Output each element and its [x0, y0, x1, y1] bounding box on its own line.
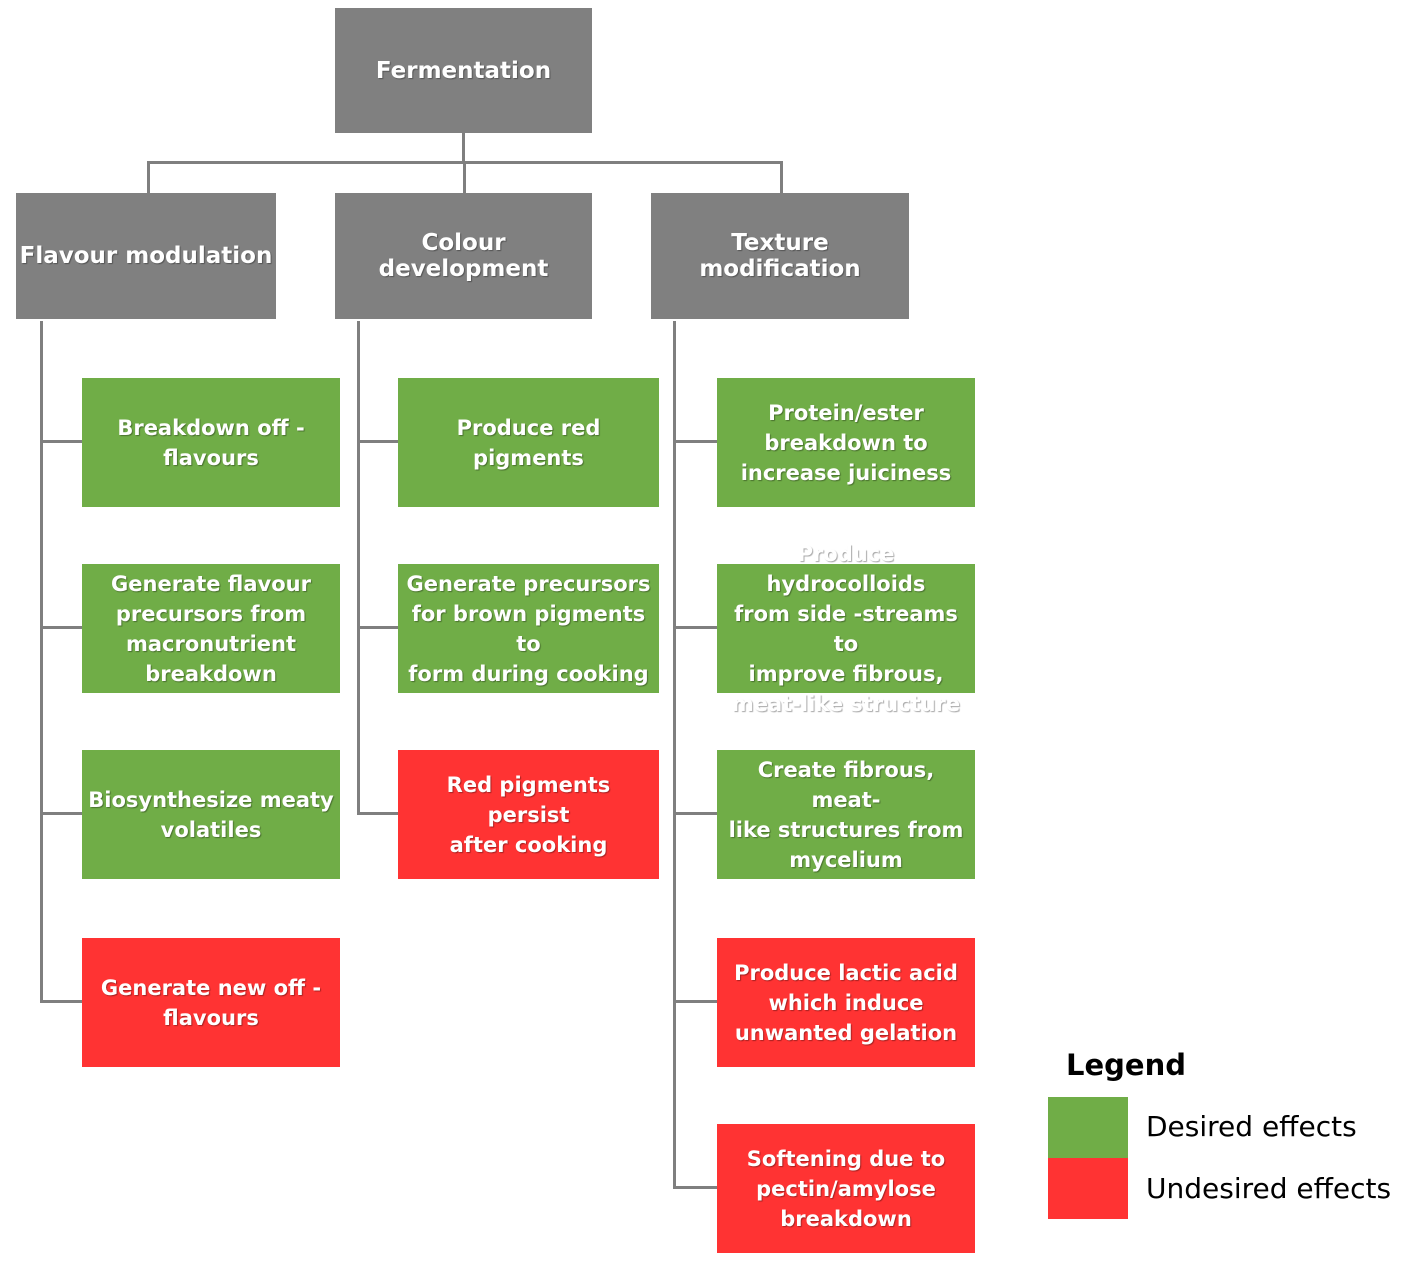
- texture-effect-5-undesired: Softening due to pectin/amylose breakdow…: [717, 1124, 975, 1253]
- connector-colour-item-1: [357, 440, 398, 443]
- connector-texture-item-2: [673, 626, 717, 629]
- connector-flavour-item-2: [40, 626, 82, 629]
- connector-texture-drop: [780, 161, 783, 193]
- texture-effect-4-label: Produce lactic acid which induce unwante…: [734, 960, 958, 1045]
- flavour-effect-1-desired: Breakdown off - flavours: [82, 378, 340, 507]
- branch-texture-label: Texture modification: [699, 230, 861, 282]
- branch-texture: Texture modification: [651, 193, 909, 319]
- texture-effect-3-label: Create fibrous, meat- like structures fr…: [728, 757, 964, 872]
- texture-effect-2-desired: Produce hydrocolloids from side -streams…: [717, 542, 975, 716]
- colour-effect-3-label: Red pigments persist after cooking: [446, 772, 611, 857]
- connector-texture-item-1: [673, 440, 717, 443]
- connector-flavour-item-3: [40, 812, 82, 815]
- flavour-effect-1-label: Breakdown off - flavours: [117, 415, 305, 470]
- colour-effect-3-undesired: Red pigments persist after cooking: [398, 750, 659, 879]
- legend-undesired-label: Undesired effects: [1146, 1172, 1392, 1205]
- texture-effect-3-desired: Create fibrous, meat- like structures fr…: [717, 750, 975, 879]
- texture-effect-1-desired: Protein/ester breakdown to increase juic…: [717, 378, 975, 507]
- connector-colour-trunk: [357, 321, 360, 814]
- texture-effect-4-undesired: Produce lactic acid which induce unwante…: [717, 938, 975, 1067]
- flavour-effect-2-label: Generate flavour precursors from macronu…: [111, 571, 311, 686]
- legend-desired-label: Desired effects: [1146, 1110, 1357, 1143]
- flavour-effect-3-label: Biosynthesize meaty volatiles: [88, 787, 334, 842]
- connector-texture-trunk: [673, 321, 676, 1188]
- connector-colour-drop: [463, 161, 466, 193]
- connector-colour-item-3: [357, 812, 398, 815]
- connector-texture-item-4: [673, 1000, 717, 1003]
- branch-colour-label: Colour development: [378, 230, 549, 282]
- connector-colour-item-2: [357, 626, 398, 629]
- texture-effect-5-label: Softening due to pectin/amylose breakdow…: [746, 1146, 946, 1231]
- colour-effect-2-label: Generate precursors for brown pigments t…: [406, 571, 651, 686]
- root-fermentation: Fermentation: [335, 8, 592, 133]
- connector-root-down: [462, 133, 465, 163]
- branch-colour: Colour development: [335, 193, 592, 319]
- legend-desired-swatch: [1048, 1097, 1128, 1158]
- colour-effect-2-desired: Generate precursors for brown pigments t…: [398, 564, 659, 693]
- flavour-effect-4-undesired: Generate new off - flavours: [82, 938, 340, 1067]
- colour-effect-1-label: Produce red pigments: [456, 415, 601, 470]
- connector-texture-item-5: [673, 1186, 717, 1189]
- flavour-effect-4-label: Generate new off - flavours: [100, 975, 322, 1030]
- connector-flavour-item-1: [40, 440, 82, 443]
- texture-effect-2-label: Produce hydrocolloids from side -streams…: [731, 541, 961, 716]
- connector-flavour-item-4: [40, 1000, 82, 1003]
- branch-flavour-label: Flavour modulation: [19, 243, 273, 269]
- legend-undesired-swatch: [1048, 1158, 1128, 1219]
- branch-flavour: Flavour modulation: [16, 193, 276, 319]
- connector-flavour-trunk: [40, 321, 43, 1002]
- connector-flavour-drop: [147, 161, 150, 193]
- connector-texture-item-3: [673, 812, 717, 815]
- legend-title: Legend: [1066, 1048, 1186, 1082]
- root-label: Fermentation: [375, 57, 552, 84]
- colour-effect-1-desired: Produce red pigments: [398, 378, 659, 507]
- flavour-effect-3-desired: Biosynthesize meaty volatiles: [82, 750, 340, 879]
- texture-effect-1-label: Protein/ester breakdown to increase juic…: [740, 400, 952, 485]
- flavour-effect-2-desired: Generate flavour precursors from macronu…: [82, 564, 340, 693]
